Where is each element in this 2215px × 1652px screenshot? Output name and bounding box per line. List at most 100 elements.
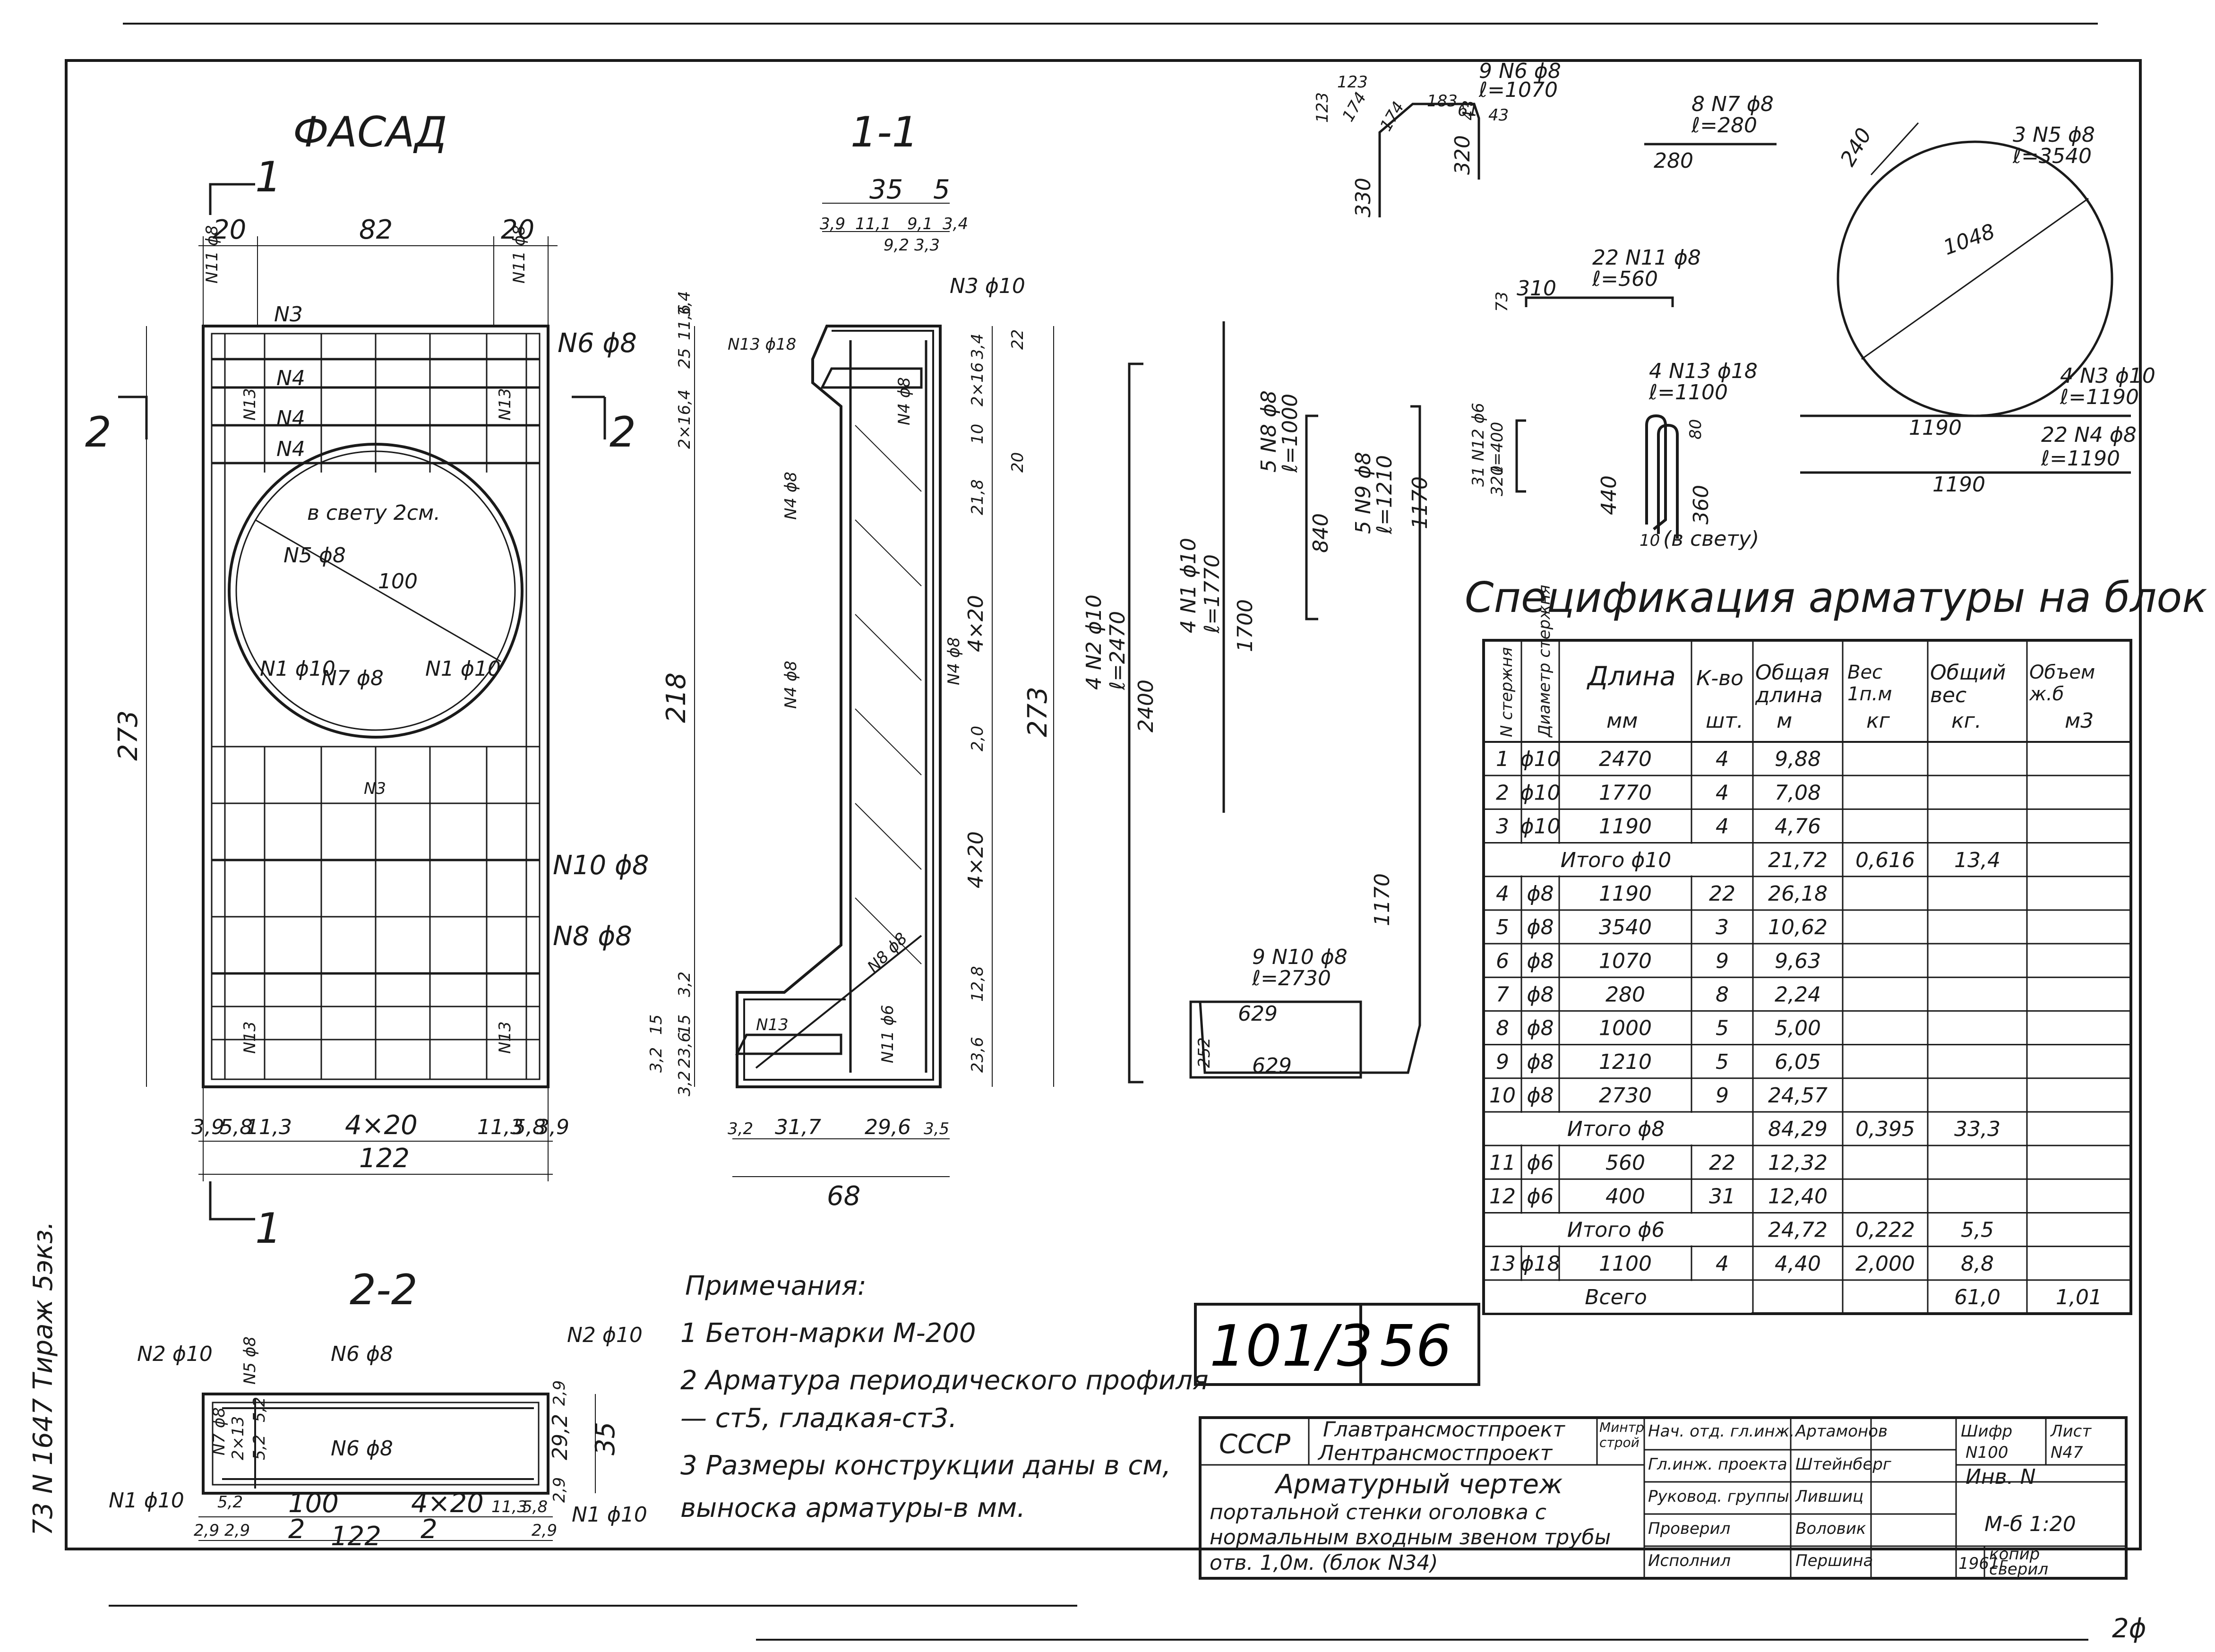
bar-n6-d7: 43 xyxy=(1459,100,1478,120)
stamp-code-val: N100 xyxy=(1966,1443,2008,1462)
spec-row-wtot: 13,4 xyxy=(1954,848,2000,872)
stamp-name5: Першина xyxy=(1795,1551,1873,1570)
stamp-sheet-val: N47 xyxy=(2051,1443,2083,1462)
s11-r2: 2,0 xyxy=(968,726,987,751)
s22-c3: 2,9 xyxy=(224,1521,250,1540)
stamp-role1: Нач. отд. гл.инж. xyxy=(1648,1422,1794,1441)
section-2-2: 2-2 N2 ϕ10 N5 ϕ8 N6 ϕ8 N2 ϕ10 N6 ϕ8 N1 ϕ… xyxy=(109,1265,647,1552)
spec-h-w1: Вес 1п.м xyxy=(1847,662,1892,705)
s11-r2x16: 2×16 xyxy=(968,362,987,406)
dim-top-mid: 82 xyxy=(359,215,393,245)
note-2: 2 Арматура периодического профиля xyxy=(680,1365,1209,1396)
s11-l116: 11,6 xyxy=(675,304,694,340)
spec-row-w1: 0,222 xyxy=(1855,1218,1915,1242)
spec-row-diam: ϕ8 xyxy=(1527,1050,1554,1074)
lbl-n3b: N3 xyxy=(364,779,386,798)
stamp-inv: Инв. N xyxy=(1966,1465,2036,1489)
spec-row-diam: ϕ8 xyxy=(1527,1016,1554,1041)
bar-n5-label: 3 N5 ϕ8 xyxy=(2013,123,2095,147)
s11-r20: 20 xyxy=(1008,452,1027,473)
spec-row-total: 4,40 xyxy=(1775,1252,1821,1276)
bar-n10: 9 N10 ϕ8 ℓ=2730 629 629 252 xyxy=(1189,945,1362,1079)
lbl-n13a: N13 xyxy=(240,388,259,421)
s22-lbl-n2b: N2 ϕ10 xyxy=(567,1323,643,1347)
bar-n13-label: 4 N13 ϕ18 xyxy=(1649,359,1758,383)
s11-r236: 23,6 xyxy=(968,1037,987,1073)
lbl-n7: N7 ϕ8 xyxy=(321,666,384,690)
spec-table: Спецификация арматуры на блок N стержня … xyxy=(1465,573,2207,1315)
section-1-1: 1-1 35 5 3,9 11,1 9,1 3,4 9,2 3,3 3,4 22… xyxy=(647,108,1054,1212)
s11-lbl-n11: N11 ϕ6 xyxy=(878,1005,897,1063)
bar-n6-d10: 320 xyxy=(1451,135,1475,175)
s11-bc: 29,6 xyxy=(865,1115,911,1139)
s11-h218: 218 xyxy=(661,672,692,723)
bar-n6-len: ℓ=1070 xyxy=(1478,78,1558,102)
s11-lbl-n13a: N13 ϕ18 xyxy=(728,335,796,354)
s11-top-a: 35 xyxy=(869,174,903,205)
stamp-sheet-no: 56 xyxy=(1380,1314,1452,1379)
bar-n11-label: 22 N11 ϕ8 xyxy=(1592,246,1701,270)
s22-lbl-n2a: N2 ϕ10 xyxy=(137,1342,213,1366)
spec-row-diam: ϕ8 xyxy=(1527,915,1554,939)
bar-n10-label: 9 N10 ϕ8 xyxy=(1252,945,1348,969)
cut-1-top: 1 xyxy=(255,153,282,201)
bar-n6-d2: 123 xyxy=(1313,92,1332,123)
bar-n12-dim: 320 xyxy=(1488,465,1507,496)
s11-lbl-n4b: N4 ϕ8 xyxy=(781,472,800,520)
s22-c9: 5,2 xyxy=(250,1435,269,1460)
bar-n10-d2: 629 xyxy=(1252,1054,1292,1078)
notes: Примечания: 1 Бетон-марки М-200 2 Армату… xyxy=(680,1271,1209,1523)
spec-row-qty: 5 xyxy=(1716,1016,1729,1041)
bar-n3-n4: 4 N3 ϕ10 ℓ=1190 1190 22 N4 ϕ8 ℓ=1190 119… xyxy=(1800,364,2155,497)
s11-r4x20b: 4×20 xyxy=(964,831,988,888)
bar-n2: 4 N2 ϕ10 ℓ=2470 2400 xyxy=(1082,362,1158,1084)
bar-n10-d1: 629 xyxy=(1238,1002,1278,1026)
lbl-n1a: N1 ϕ10 xyxy=(260,657,335,681)
spec-row-n: 6 xyxy=(1496,949,1509,973)
lbl-n13d: N13 xyxy=(496,1021,515,1054)
bar-n6-d4: 174 xyxy=(1376,98,1408,134)
spec-row-len: 1190 xyxy=(1599,882,1652,906)
bar-n2-label: 4 N2 ϕ10 xyxy=(1082,594,1106,690)
bar-n3-len: ℓ=1190 xyxy=(2060,385,2139,409)
section-1-1-title: 1-1 xyxy=(850,108,919,156)
dim-facade-width: 122 xyxy=(359,1143,410,1174)
s22-w122: 122 xyxy=(331,1521,381,1552)
s22-lbl-n1a: N1 ϕ10 xyxy=(109,1489,184,1513)
s11-top-b: 5 xyxy=(933,174,950,205)
spec-h-total: Общая длина xyxy=(1755,662,1829,707)
lbl-d100: 100 xyxy=(378,569,418,594)
lbl-n3: N3 xyxy=(274,302,303,327)
stamp-org2: Лентрансмостпроект xyxy=(1317,1441,1553,1465)
bar-n9-dim2: 1170 xyxy=(1370,873,1394,926)
s22-lbl-n7: N7 ϕ8 xyxy=(210,1407,229,1455)
stamp-title1: Арматурный чертеж xyxy=(1274,1469,1563,1500)
stamp-role2: Гл.инж. проекта xyxy=(1648,1455,1787,1474)
bar-n6: 9 N6 ϕ8 ℓ=1070 123 123 174 174 183 61 43… xyxy=(1313,59,1561,217)
spec-h-qty-u: шт. xyxy=(1706,709,1743,733)
spec-row-len: 1070 xyxy=(1599,949,1652,973)
dim-facade-height: 273 xyxy=(113,710,144,761)
spec-row-qty: 22 xyxy=(1709,882,1735,906)
s11-l2x164: 2×16,4 xyxy=(675,389,694,449)
spec-row-len: 280 xyxy=(1605,982,1645,1007)
s11-h273: 273 xyxy=(1022,687,1053,737)
bar-n13-d4: 10 xyxy=(1640,531,1660,550)
spec-row-n: 3 xyxy=(1496,815,1509,839)
spec-row-n: 10 xyxy=(1489,1084,1516,1108)
spec-row-total: 10,62 xyxy=(1768,915,1828,939)
spec-h-w1-u: кг xyxy=(1866,709,1890,733)
bar-n4-label: 22 N4 ϕ8 xyxy=(2041,423,2137,447)
bar-n13: 4 N13 ϕ18 ℓ=1100 440 360 80 10 (в свету) xyxy=(1597,359,1759,551)
s22-c2: 5,2 xyxy=(250,1397,269,1422)
stamp-role4: Проверил xyxy=(1648,1519,1730,1538)
bar-n2-len: ℓ=2470 xyxy=(1106,611,1130,690)
spec-row-w1: 2,000 xyxy=(1855,1252,1915,1276)
spec-row-n: 5 xyxy=(1496,915,1509,939)
stamp-sheet-label: Лист xyxy=(2050,1422,2092,1441)
spec-row-total: 2,24 xyxy=(1775,982,1821,1007)
spec-row-total: 21,72 xyxy=(1768,848,1828,872)
margin-page: 2ϕ xyxy=(2112,1613,2146,1644)
spec-row-qty: 3 xyxy=(1716,915,1729,939)
spec-row-total: 5,00 xyxy=(1775,1016,1821,1041)
